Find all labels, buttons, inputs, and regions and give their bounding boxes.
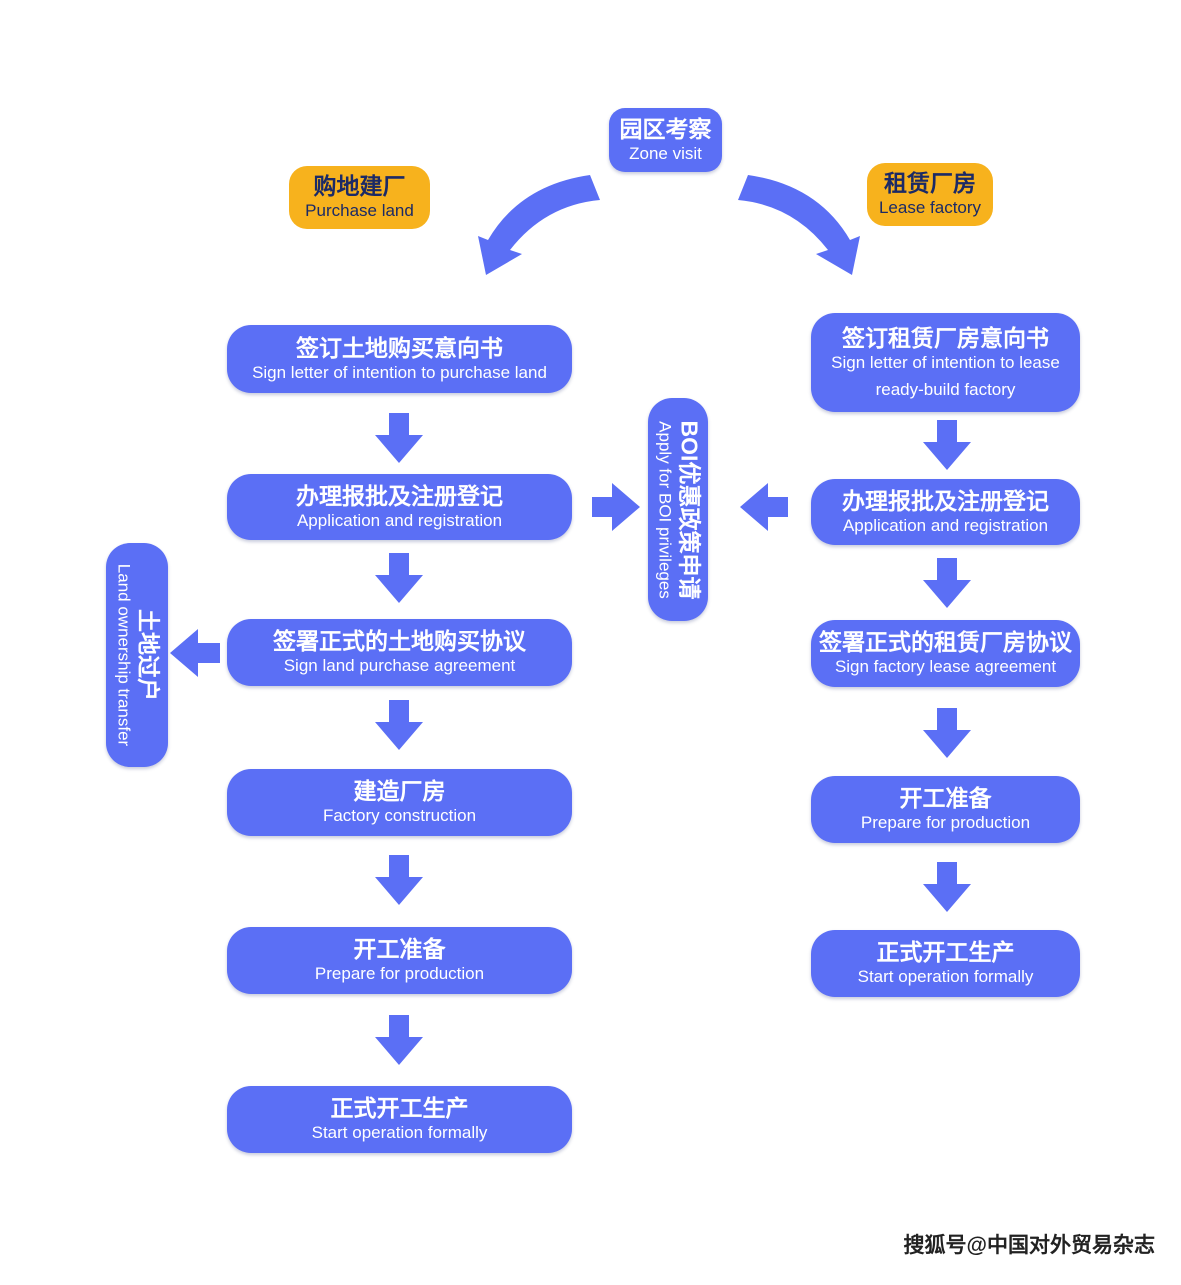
right-step-5-en: Start operation formally xyxy=(857,967,1034,986)
left-step-4-zh: 建造厂房 xyxy=(353,778,446,804)
left-step-2: 办理报批及注册登记 Application and registration xyxy=(227,474,572,540)
node-zone-visit-zh: 园区考察 xyxy=(619,115,712,142)
branch-purchase-land-zh: 购地建厂 xyxy=(313,173,406,199)
right-step-3-en: Sign factory lease agreement xyxy=(834,657,1057,676)
left-step-5-zh: 开工准备 xyxy=(353,936,446,962)
right-step-2-en: Application and registration xyxy=(842,515,1049,535)
boi-privileges-zh: BOI优惠政策申请 xyxy=(676,420,703,599)
boi-privileges-box: BOI优惠政策申请 Apply for BOI privileges xyxy=(648,398,708,621)
branch-lease-factory: 租赁厂房 Lease factory xyxy=(867,163,993,226)
left-step-6-zh: 正式开工生产 xyxy=(330,1095,469,1121)
arrow-down-right-2 xyxy=(923,558,971,608)
arrow-down-left-1 xyxy=(375,413,423,463)
boi-privileges-text: BOI优惠政策申请 Apply for BOI privileges xyxy=(654,420,703,599)
branch-lease-factory-zh: 租赁厂房 xyxy=(884,170,976,196)
left-step-1-zh: 签订土地购买意向书 xyxy=(296,334,503,361)
land-transfer-zh: 土地过户 xyxy=(135,608,162,701)
arrow-down-left-2 xyxy=(375,553,423,603)
curved-arrow-left xyxy=(478,175,600,275)
branch-purchase-land-en: Purchase land xyxy=(305,201,414,220)
right-step-1: 签订租赁厂房意向书 Sign letter of intention to le… xyxy=(811,313,1080,412)
left-step-6-en: Start operation formally xyxy=(311,1123,488,1142)
arrow-down-right-1 xyxy=(923,420,971,470)
left-step-5-en: Prepare for production xyxy=(314,964,485,983)
land-transfer-text: 土地过户 Land ownership transfer xyxy=(113,564,162,746)
left-step-2-zh: 办理报批及注册登记 xyxy=(296,482,503,509)
node-zone-visit: 园区考察 Zone visit xyxy=(609,108,722,172)
arrow-down-left-5 xyxy=(375,1015,423,1065)
curved-arrow-right xyxy=(738,175,860,275)
left-step-3: 签署正式的土地购买协议 Sign land purchase agreement xyxy=(227,619,572,686)
right-step-1-en: Sign letter of intention to lease xyxy=(831,352,1060,372)
boi-privileges-en: Apply for BOI privileges xyxy=(655,420,675,599)
right-step-4-zh: 开工准备 xyxy=(899,785,992,811)
left-step-1-en: Sign letter of intention to purchase lan… xyxy=(252,362,547,382)
right-step-4-en: Prepare for production xyxy=(860,813,1031,832)
arrow-left-to-boi xyxy=(740,483,788,531)
right-step-1-en2: ready-build factory xyxy=(875,379,1016,399)
right-step-2: 办理报批及注册登记 Application and registration xyxy=(811,479,1080,545)
left-step-3-en: Sign land purchase agreement xyxy=(283,656,516,675)
land-transfer-en: Land ownership transfer xyxy=(114,563,134,747)
left-step-3-zh: 签署正式的土地购买协议 xyxy=(273,628,526,654)
arrow-down-right-3 xyxy=(923,708,971,758)
left-step-5: 开工准备 Prepare for production xyxy=(227,927,572,994)
arrow-down-right-4 xyxy=(923,862,971,912)
right-step-5-zh: 正式开工生产 xyxy=(876,939,1015,965)
right-step-3: 签署正式的租赁厂房协议 Sign factory lease agreement xyxy=(811,620,1080,687)
watermark-text: 搜狐号@中国对外贸易杂志 xyxy=(903,1234,1155,1257)
land-transfer-box: 土地过户 Land ownership transfer xyxy=(106,543,168,767)
branch-lease-factory-en: Lease factory xyxy=(878,198,982,217)
left-step-4-en: Factory construction xyxy=(322,806,477,825)
arrow-down-left-4 xyxy=(375,855,423,905)
arrow-down-left-3 xyxy=(375,700,423,750)
left-step-6: 正式开工生产 Start operation formally xyxy=(227,1086,572,1153)
left-step-2-en: Application and registration xyxy=(296,510,503,530)
arrow-right-to-boi xyxy=(592,483,640,531)
right-step-1-zh: 签订租赁厂房意向书 xyxy=(842,324,1049,351)
right-step-5: 正式开工生产 Start operation formally xyxy=(811,930,1080,997)
right-step-3-zh: 签署正式的租赁厂房协议 xyxy=(819,629,1072,655)
branch-purchase-land: 购地建厂 Purchase land xyxy=(289,166,430,229)
right-step-4: 开工准备 Prepare for production xyxy=(811,776,1080,843)
right-step-2-zh: 办理报批及注册登记 xyxy=(842,487,1049,514)
left-step-4: 建造厂房 Factory construction xyxy=(227,769,572,836)
arrow-left-to-land-transfer xyxy=(170,629,220,677)
node-zone-visit-en: Zone visit xyxy=(629,143,702,163)
left-step-1: 签订土地购买意向书 Sign letter of intention to pu… xyxy=(227,325,572,393)
